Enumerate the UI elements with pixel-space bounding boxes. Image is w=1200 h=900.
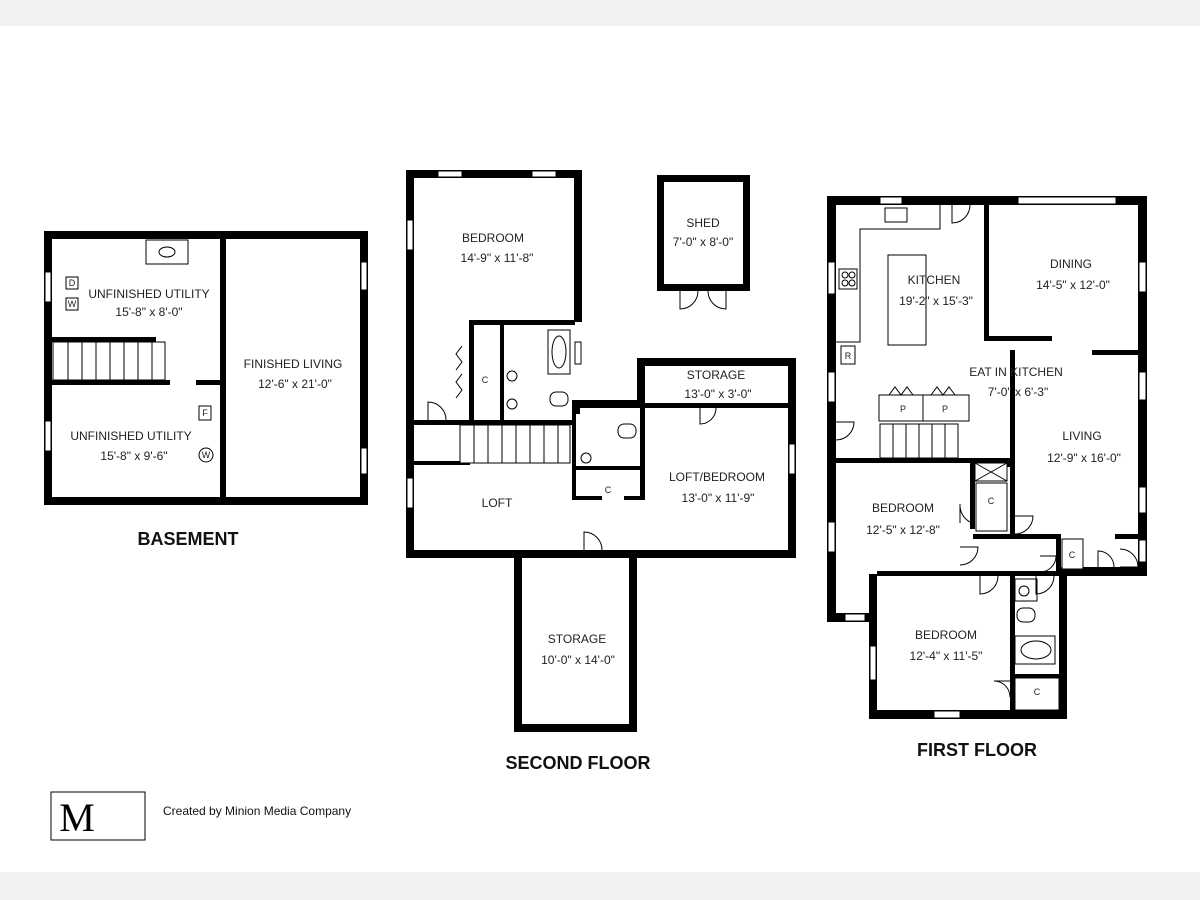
living-dims: 12'-9" x 16'-0" — [1047, 451, 1121, 465]
first-floor-closet-3: C — [1034, 687, 1041, 697]
storage-small-name: STORAGE — [687, 368, 745, 382]
basement-utility-1-name: UNFINISHED UTILITY — [88, 287, 209, 301]
storage-large-dims: 10'-0" x 14'-0" — [541, 653, 615, 667]
credit-text: Created by Minion Media Company — [163, 804, 351, 818]
furnace-symbol: F — [202, 408, 208, 418]
loft-bedroom-name: LOFT/BEDROOM — [669, 470, 765, 484]
basement-utility-1-dims: 15'-8" x 8'-0" — [115, 305, 182, 319]
water-heater-symbol: W — [202, 450, 211, 460]
kitchen-dims: 19'-2" x 15'-3" — [899, 294, 973, 308]
basement-utility-2-dims: 15'-8" x 9'-6" — [100, 449, 167, 463]
first-bedroom-1-dims: 12'-5" x 12'-8" — [866, 523, 940, 537]
first-bedroom-2-dims: 12'-4" x 11'-5" — [910, 649, 983, 663]
basement-finished-living-dims: 12'-6" x 21'-0" — [258, 377, 332, 391]
second-floor-plan — [406, 170, 796, 732]
storage-small-dims: 13'-0" x 3'-0" — [684, 387, 751, 401]
pantry-1-symbol: P — [900, 404, 906, 414]
loft-name: LOFT — [482, 496, 513, 510]
eat-in-kitchen-dims: 7'-0" x 6'-3" — [988, 385, 1048, 399]
second-bedroom-name: BEDROOM — [462, 231, 524, 245]
first-bedroom-2-name: BEDROOM — [915, 628, 977, 642]
logo-box — [50, 791, 146, 841]
eat-in-kitchen-name: EAT IN KITCHEN — [969, 365, 1063, 379]
washer-symbol: W — [68, 299, 77, 309]
floor-plan-sheet: D W F W UNFINISHED UTILITY 15'-8" x 8'-0… — [0, 26, 1200, 872]
basement-finished-living-name: FINISHED LIVING — [244, 357, 343, 371]
floor-plan-drawing: D W F W UNFINISHED UTILITY 15'-8" x 8'-0… — [44, 170, 1147, 841]
second-floor-closet-2: C — [605, 485, 612, 495]
dryer-symbol: D — [69, 278, 76, 288]
living-name: LIVING — [1062, 429, 1101, 443]
first-floor-title: FIRST FLOOR — [917, 740, 1037, 760]
basement-plan — [44, 231, 368, 505]
second-floor-title: SECOND FLOOR — [505, 753, 650, 773]
company-logo: M — [59, 795, 95, 840]
dining-dims: 14'-5" x 12'-0" — [1036, 278, 1110, 292]
storage-large-name: STORAGE — [548, 632, 606, 646]
basement-utility-2-name: UNFINISHED UTILITY — [70, 429, 191, 443]
first-floor-closet-2: C — [1069, 550, 1076, 560]
shed-name: SHED — [686, 216, 720, 230]
shed-dims: 7'-0" x 8'-0" — [673, 235, 733, 249]
basement-title: BASEMENT — [137, 529, 238, 549]
dining-name: DINING — [1050, 257, 1092, 271]
refrigerator-symbol: R — [845, 351, 852, 361]
first-floor-plan — [827, 196, 1147, 719]
first-floor-closet-1: C — [988, 496, 995, 506]
loft-bedroom-dims: 13'-0" x 11'-9" — [682, 491, 755, 505]
kitchen-name: KITCHEN — [908, 273, 961, 287]
second-floor-closet-1: C — [482, 375, 489, 385]
pantry-2-symbol: P — [942, 404, 948, 414]
second-bedroom-dims: 14'-9" x 11'-8" — [461, 251, 534, 265]
first-bedroom-1-name: BEDROOM — [872, 501, 934, 515]
